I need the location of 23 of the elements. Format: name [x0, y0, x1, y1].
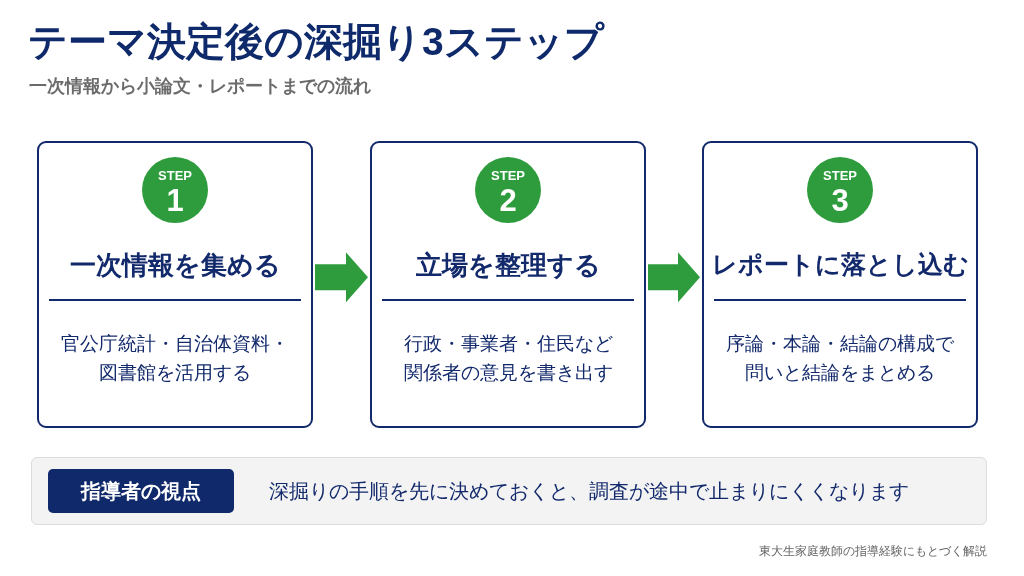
step-card — [370, 141, 646, 428]
step-number: 3 — [830, 184, 850, 218]
step-label: STEP — [490, 168, 526, 183]
step-card — [702, 141, 978, 428]
step-heading: 一次情報を集める — [68, 249, 282, 282]
note-text: 深掘りの手順を先に決めておくと、調査が途中で止まりにくくなります — [269, 479, 909, 504]
footer-note: 東大生家庭教師の指導経験にもとづく解説 — [759, 543, 987, 559]
step-label: STEP — [822, 168, 858, 183]
arrow — [648, 252, 700, 303]
step-number: 1 — [165, 184, 185, 218]
title: テーマ決定後の深掘り3ステップ — [28, 19, 604, 65]
step-label: STEP — [157, 168, 193, 183]
step-number: 2 — [498, 184, 518, 218]
step-description: 序論・本論・結論の構成で問いと結論をまとめる — [725, 332, 955, 385]
step-card — [37, 141, 313, 428]
subtitle: 一次情報から小論文・レポートまでの流れ — [29, 75, 371, 98]
step-description: 行政・事業者・住民など関係者の意見を書き出す — [402, 332, 614, 385]
step-heading: レポートに落とし込む — [710, 250, 970, 280]
arrow — [315, 252, 368, 303]
heading-tag: 指導者の視点 — [48, 469, 234, 513]
note-panel — [31, 457, 987, 525]
step-description: 官公庁統計・自治体資料・図書館を活用する — [60, 332, 290, 385]
step-heading: 立場を整理する — [414, 249, 602, 282]
